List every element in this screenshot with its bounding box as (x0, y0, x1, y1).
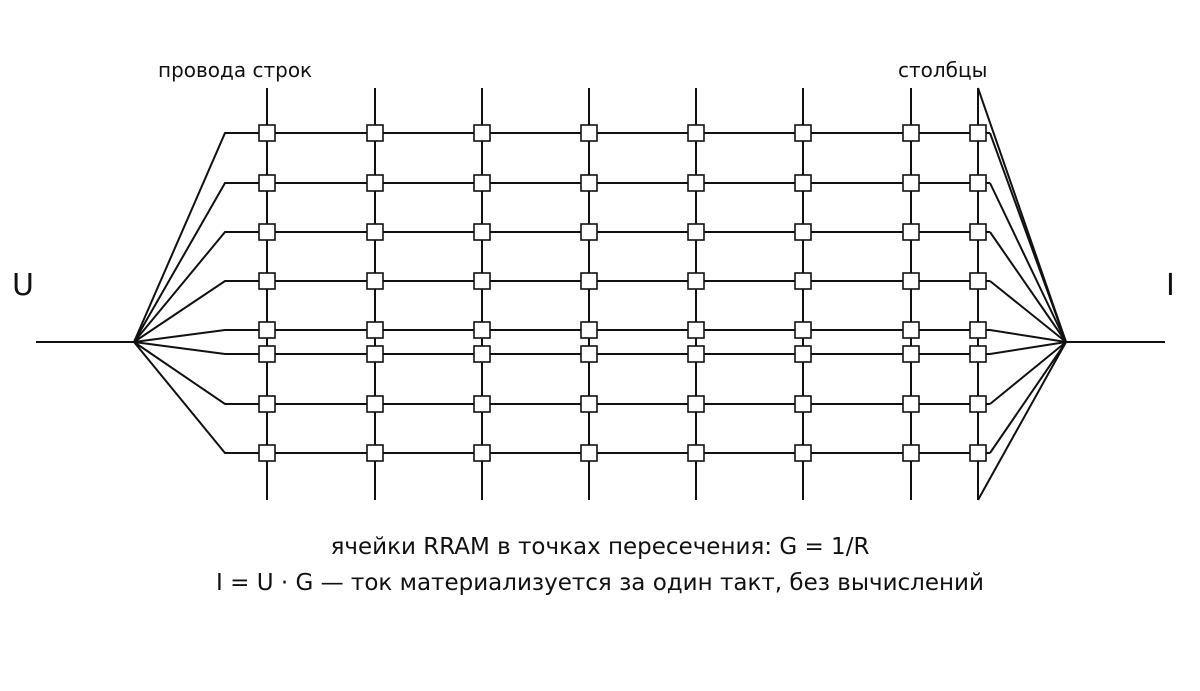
rram-cell (258, 272, 276, 290)
rram-cell (258, 321, 276, 339)
rram-cell (687, 321, 705, 339)
output-fan-wire (989, 341, 1067, 454)
wires (36, 87, 1165, 501)
rram-cell (258, 395, 276, 413)
output-fan-wire (977, 87, 1067, 343)
rram-cell (969, 223, 987, 241)
rram-cell (580, 223, 598, 241)
output-fan-wire (989, 341, 1067, 355)
rram-cell (366, 321, 384, 339)
rram-cell (473, 272, 491, 290)
rram-cell (473, 345, 491, 363)
rram-cell (687, 223, 705, 241)
rram-cell (902, 444, 920, 462)
rram-cell (580, 124, 598, 142)
rram-cell (902, 174, 920, 192)
row-wire (133, 341, 990, 355)
rram-cell (687, 174, 705, 192)
rram-cell (969, 174, 987, 192)
rram-cell (902, 124, 920, 142)
rram-cell (473, 223, 491, 241)
caption-line-2: I = U · G — ток материализуется за один … (216, 570, 984, 596)
rram-cell (580, 395, 598, 413)
rram-cell (969, 272, 987, 290)
rram-cell (969, 444, 987, 462)
input-voltage-label: U (12, 268, 34, 303)
rram-cell (794, 124, 812, 142)
rram-cell (580, 321, 598, 339)
rram-cell (902, 272, 920, 290)
row-wire (133, 280, 990, 343)
rram-cell (580, 345, 598, 363)
rram-cell (258, 444, 276, 462)
caption-line-1: ячейки RRAM в точках пересечения: G = 1/… (330, 534, 870, 560)
rram-cell (580, 444, 598, 462)
rram-cell (366, 124, 384, 142)
rram-cell (258, 223, 276, 241)
rram-cell (366, 395, 384, 413)
rram-cell (258, 124, 276, 142)
row-wire (133, 341, 990, 405)
rram-cells (258, 124, 987, 462)
rram-cell (687, 272, 705, 290)
output-fan-wire (977, 341, 1067, 501)
rram-cell (687, 444, 705, 462)
rram-cell (969, 124, 987, 142)
row-wire (133, 132, 990, 343)
rram-cell (258, 174, 276, 192)
output-fan-wire (989, 231, 1067, 343)
rram-cell (794, 321, 812, 339)
rram-cell (473, 444, 491, 462)
columns-label: столбцы (898, 58, 988, 82)
rram-cell (473, 174, 491, 192)
output-current-label: I (1166, 268, 1175, 303)
rram-cell (794, 395, 812, 413)
rram-cell (794, 444, 812, 462)
rram-cell (258, 345, 276, 363)
rram-cell (366, 223, 384, 241)
rram-cell (366, 444, 384, 462)
rram-cell (794, 174, 812, 192)
rram-cell (794, 345, 812, 363)
rram-cell (366, 174, 384, 192)
rram-cell (473, 321, 491, 339)
rram-cell (902, 223, 920, 241)
rram-cell (366, 272, 384, 290)
row-wire (133, 329, 990, 343)
rram-cell (366, 345, 384, 363)
rows-label: провода строк (158, 58, 313, 82)
rram-cell (473, 124, 491, 142)
row-wire (133, 182, 990, 343)
row-wire (133, 341, 990, 454)
output-fan-wire (989, 329, 1067, 343)
output-fan-wire (989, 341, 1067, 405)
output-fan-wire (989, 182, 1067, 343)
rram-cell (902, 395, 920, 413)
rram-cell (580, 174, 598, 192)
rram-cell (969, 345, 987, 363)
rram-cell (473, 395, 491, 413)
rram-cell (687, 395, 705, 413)
row-wire (133, 231, 990, 343)
rram-cell (687, 124, 705, 142)
rram-cell (902, 345, 920, 363)
rram-cell (969, 321, 987, 339)
rram-cell (794, 272, 812, 290)
rram-cell (902, 321, 920, 339)
rram-cell (580, 272, 598, 290)
output-fan-wire (989, 280, 1067, 343)
rram-cell (969, 395, 987, 413)
rram-cell (687, 345, 705, 363)
rram-cell (794, 223, 812, 241)
